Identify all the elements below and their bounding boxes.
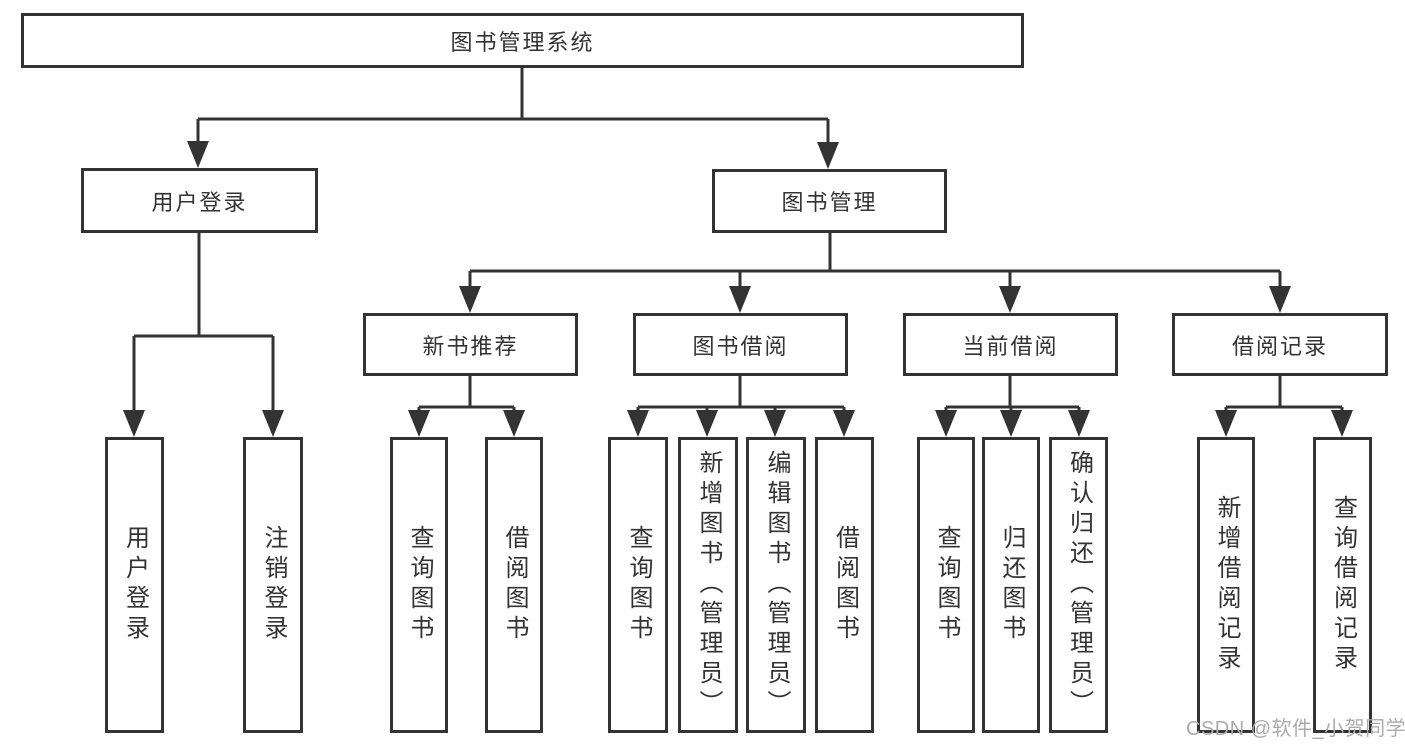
leaf-query-borrow-record: 查询借阅记录 [1313, 437, 1372, 733]
connector-root-to-level2 [196, 68, 830, 146]
arrowheads-newbooks-to-leaves [408, 410, 525, 437]
leaf-newbooks-query-books: 查询图书 [390, 437, 448, 733]
leaf-add-borrow-record: 新增借阅记录 [1197, 437, 1255, 733]
node-borrow-records: 借阅记录 [1172, 313, 1388, 376]
connector-bookborrow-to-leaves [636, 376, 846, 413]
leaf-return-books: 归还图书 [982, 437, 1040, 733]
leaf-edit-books-admin: 编辑图书（管理员） [746, 437, 806, 733]
arrowheads-userlogin-to-leaves [123, 410, 284, 437]
node-current-borrow: 当前借阅 [903, 313, 1118, 376]
node-book-management: 图书管理 [712, 169, 947, 233]
connector-borrowrecords-to-leaves [1224, 376, 1344, 413]
arrowheads-borrowrecords-to-leaves [1215, 410, 1353, 437]
arrowheads-bookborrow-to-leaves [627, 410, 855, 437]
node-user-login: 用户登录 [81, 168, 318, 233]
leaf-add-books-admin: 新增图书（管理员） [678, 437, 738, 733]
arrowheads-bookmgmt-to-level3 [459, 286, 1291, 313]
leaf-confirm-return-admin: 确认归还（管理员） [1049, 437, 1108, 733]
watermark-text: CSDN @软件_小贺同学 [1186, 718, 1405, 740]
connector-newbooks-to-leaves [417, 376, 516, 413]
node-new-book-recommend: 新书推荐 [363, 313, 578, 376]
leaf-current-query-books: 查询图书 [917, 437, 975, 733]
leaf-user-login: 用户登录 [105, 437, 164, 733]
arrowheads-currentborrow-to-leaves [935, 410, 1090, 437]
node-book-borrow: 图书借阅 [633, 313, 848, 376]
connector-currentborrow-to-leaves [944, 376, 1081, 413]
leaf-borrow-query-books: 查询图书 [608, 437, 668, 733]
arrowheads-root-to-level2 [187, 141, 839, 169]
leaf-logout: 注销登录 [243, 437, 303, 733]
leaf-borrow-borrow-books: 借阅图书 [815, 437, 874, 733]
leaf-newbooks-borrow-books: 借阅图书 [485, 437, 543, 733]
node-root-library-system: 图书管理系统 [21, 13, 1024, 68]
connector-bookmgmt-to-level3 [468, 233, 1282, 290]
connector-userlogin-to-leaves [132, 233, 275, 413]
